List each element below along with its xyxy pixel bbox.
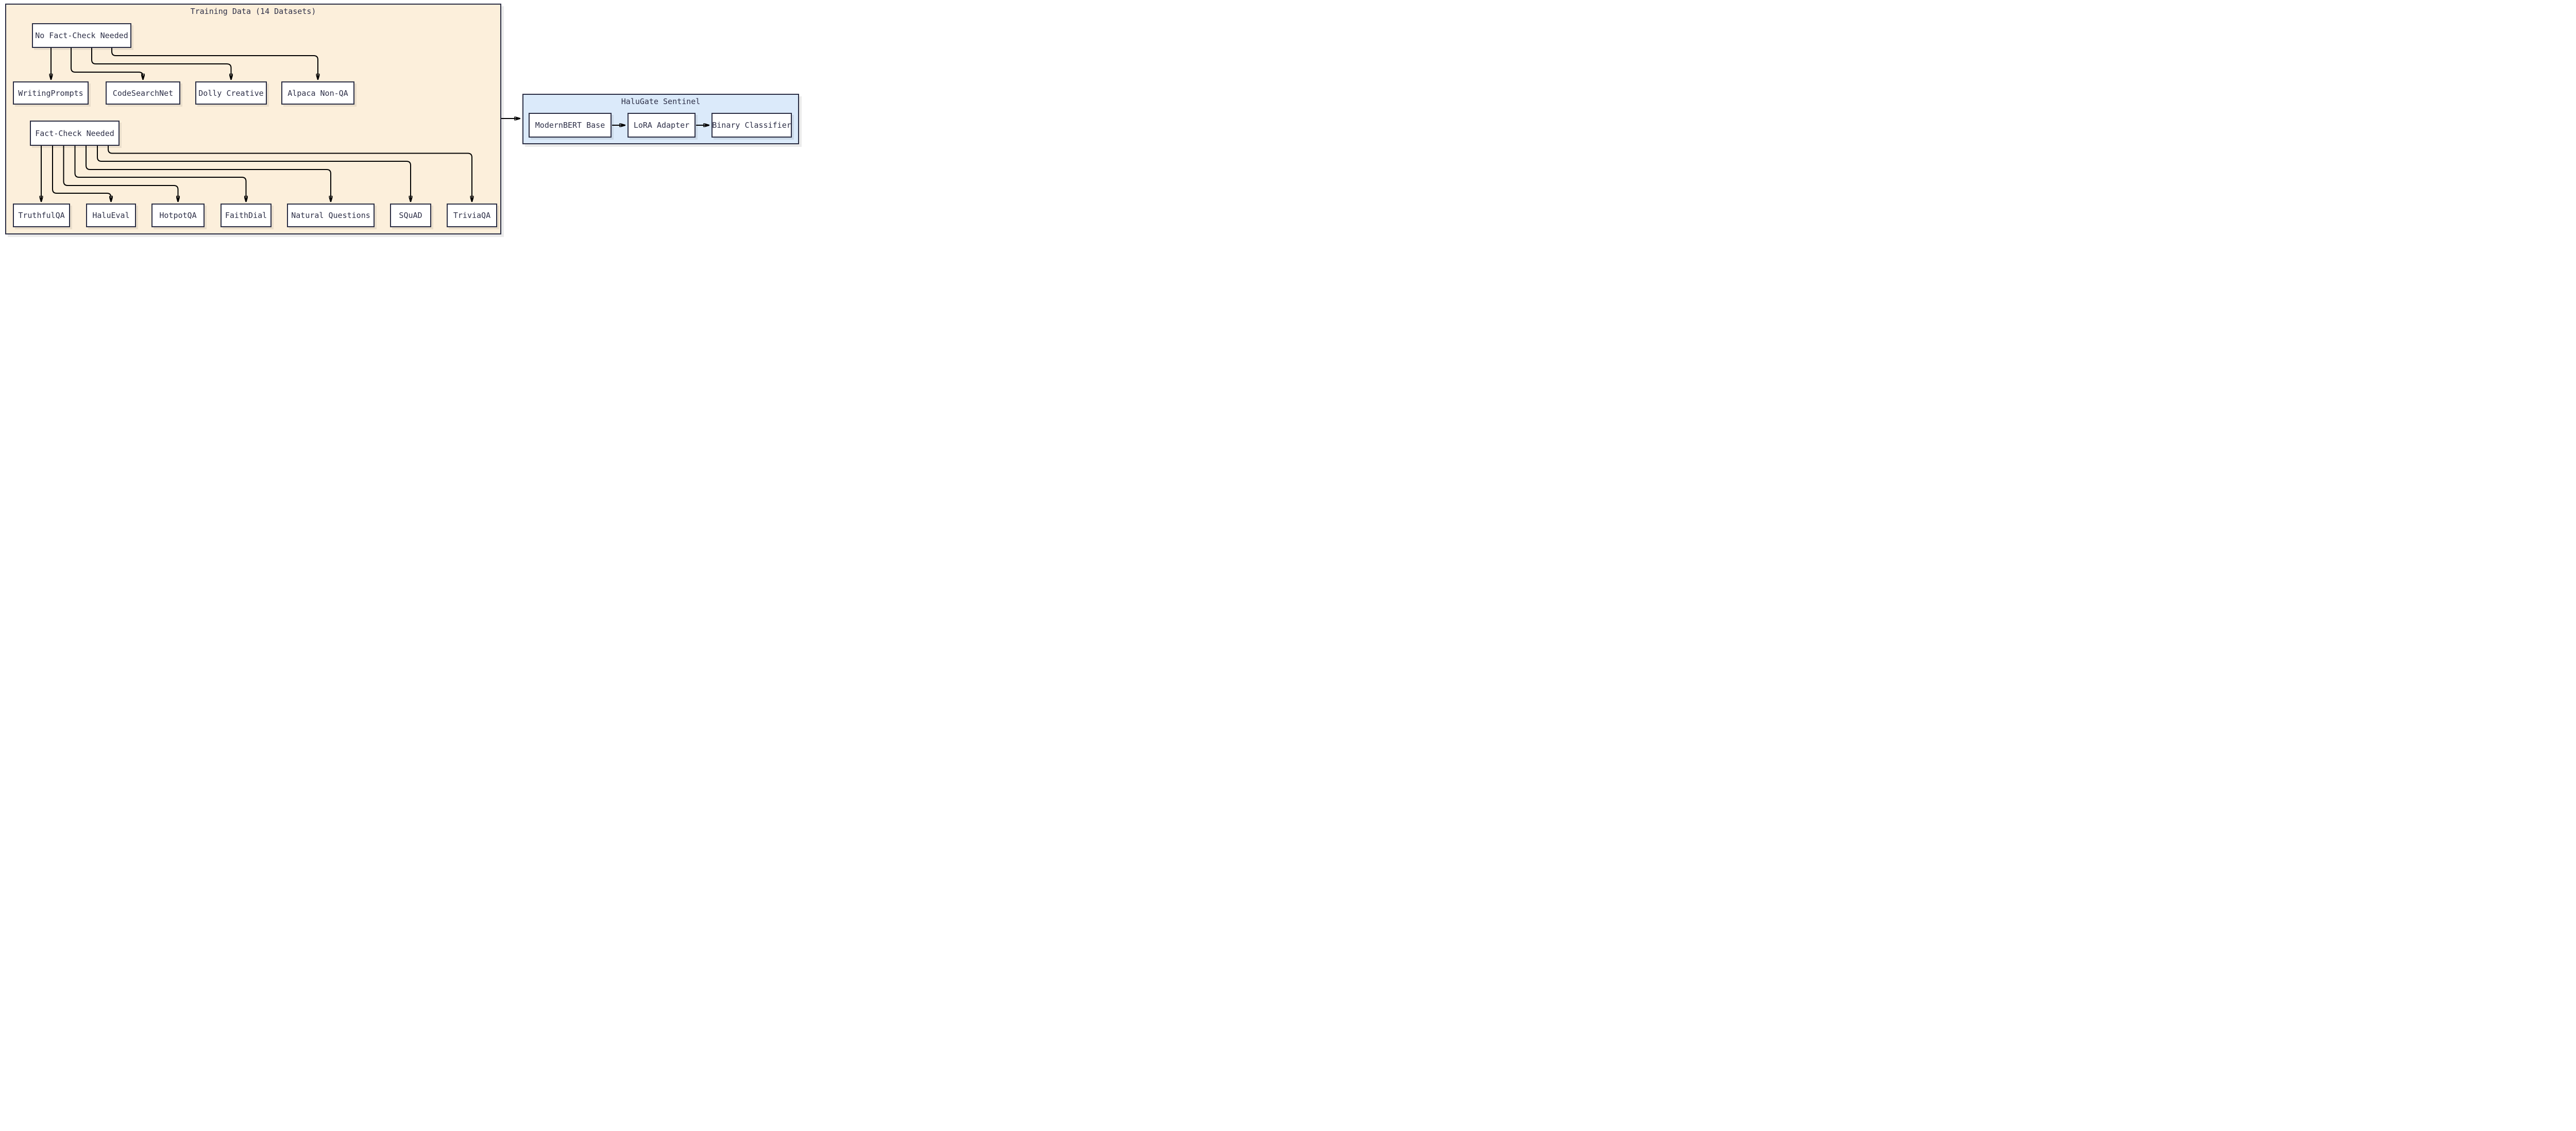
edge-factcheck-halueval [52,146,111,202]
node-truthfulqa: TruthfulQA [13,204,70,227]
connector-layer [0,48,709,202]
node-lora-adapter: LoRA Adapter [628,113,696,138]
node-hotpotqa: HotpotQA [151,204,205,227]
node-writingprompts: WritingPrompts [13,81,89,105]
diagram-canvas: Training Data (14 Datasets) HaluGate Sen… [0,0,804,238]
node-fact-check-needed: Fact-Check Needed [30,121,120,146]
node-natural-questions: Natural Questions [287,204,375,227]
edge-factcheck-squad [97,146,411,202]
edge-nofactcheck-dollycreative [91,48,231,80]
edge-factcheck-faithdial [74,146,246,202]
node-faithdial: FaithDial [221,204,272,227]
edge-factcheck-hotpotqa [63,146,178,202]
edge-nofactcheck-codesearchnet [71,48,143,80]
node-triviaqa: TriviaQA [447,204,497,227]
halugate-sentinel-title: HaluGate Sentinel [621,97,701,106]
node-codesearchnet: CodeSearchNet [106,81,180,105]
node-dolly-creative: Dolly Creative [195,81,267,105]
node-no-fact-check-needed: No Fact-Check Needed [32,23,131,48]
training-data-title: Training Data (14 Datasets) [190,7,316,16]
node-modernbert-base: ModernBERT Base [529,113,612,138]
edge-factcheck-naturalquestions [86,146,331,202]
node-alpaca-non-qa: Alpaca Non-QA [281,81,354,105]
node-squad: SQuAD [390,204,431,227]
node-binary-classifier: Binary Classifier [711,113,792,138]
edge-factcheck-triviaqa [108,146,472,202]
edge-nofactcheck-alpacanonqa [111,48,318,80]
node-halueval: HaluEval [86,204,136,227]
